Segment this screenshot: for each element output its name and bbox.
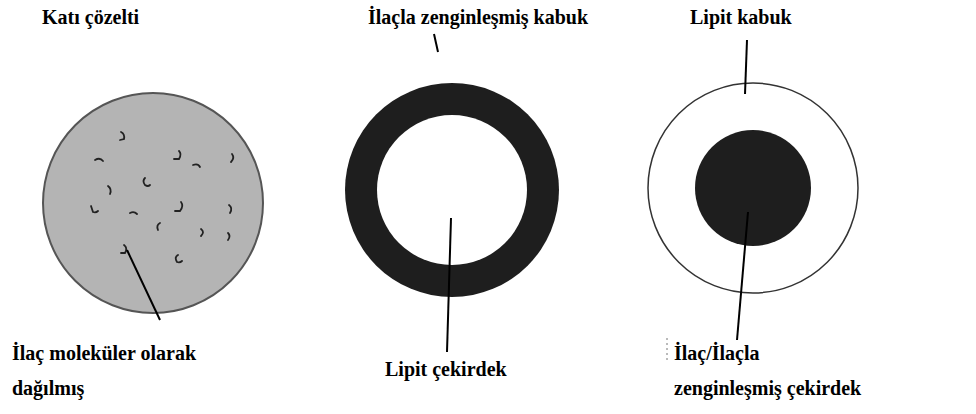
label-text: Lipit kabuk	[690, 0, 792, 34]
leader-line	[127, 250, 160, 320]
lipid-core	[377, 115, 527, 265]
leader-line	[737, 212, 748, 340]
label-text: İlaç moleküler olarak dağılmış	[12, 336, 211, 406]
drug-enriched-shell	[345, 83, 559, 297]
label-text: Katı çözelti	[42, 0, 139, 34]
leader-line	[447, 218, 451, 352]
drug-enriched-core	[695, 130, 811, 246]
drug-molecules	[91, 132, 233, 262]
lipid-shell	[648, 83, 858, 293]
scan-mark	[667, 338, 668, 360]
label-text: İlaç/İlaçla zenginleşmiş çekirdek	[674, 336, 866, 406]
label-text: İlaçla zenginleşmiş kabuk	[368, 0, 588, 34]
leader-lines	[127, 34, 748, 352]
label-text: Lipit çekirdek	[385, 352, 507, 386]
leader-line	[434, 34, 438, 52]
solid-solution-sphere	[43, 93, 263, 313]
leader-line	[745, 40, 747, 94]
